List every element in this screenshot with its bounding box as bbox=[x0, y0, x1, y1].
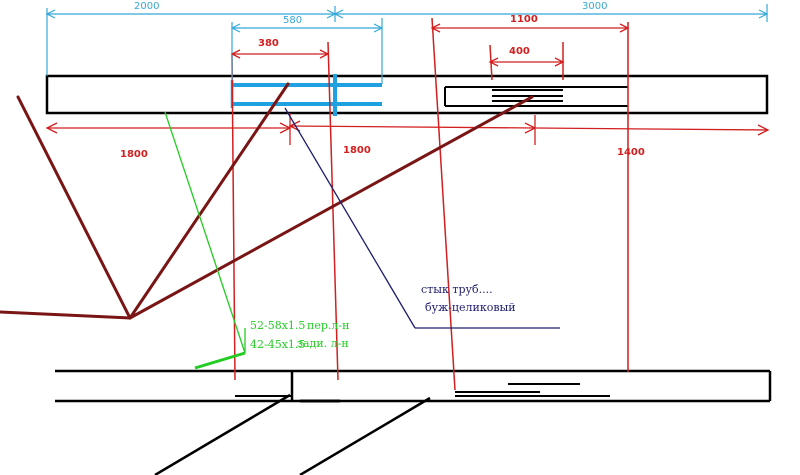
note-front-tube-label: пер.л-н bbox=[307, 319, 349, 332]
cyan-dimension-lines bbox=[45, 4, 769, 84]
note-rear-tube-size: 42-45x1.5 bbox=[250, 338, 305, 351]
dim-1800-mid: 1800 bbox=[343, 145, 371, 156]
dim-400: 400 bbox=[509, 46, 530, 57]
note-pipe-joint: стык труб.... bbox=[421, 283, 493, 296]
dim-1100: 1100 bbox=[510, 14, 538, 25]
dim-1400: 1400 bbox=[617, 147, 645, 158]
dim-380: 380 bbox=[258, 38, 279, 49]
dim-2000: 2000 bbox=[134, 1, 159, 12]
red-dimension-lines bbox=[45, 23, 770, 145]
dim-3000: 3000 bbox=[582, 1, 607, 12]
pipe-joint-leader bbox=[284, 107, 560, 329]
dim-580: 580 bbox=[283, 15, 302, 26]
lower-frame-lines bbox=[154, 393, 431, 475]
note-front-tube-size: 52-58x1.5 bbox=[250, 319, 305, 332]
slot-1100 bbox=[444, 86, 628, 107]
note-rear-tube-label: зади. л-н bbox=[297, 337, 349, 350]
red-guide-lines bbox=[231, 17, 629, 391]
tube-size-leader bbox=[164, 111, 246, 370]
dim-1800-left: 1800 bbox=[120, 149, 148, 160]
bike-frame bbox=[0, 82, 534, 320]
bottom-beam bbox=[55, 369, 772, 403]
clamp-blue bbox=[230, 74, 382, 116]
top-beam bbox=[45, 74, 769, 115]
note-bushing: буж-целиковый bbox=[425, 301, 516, 314]
